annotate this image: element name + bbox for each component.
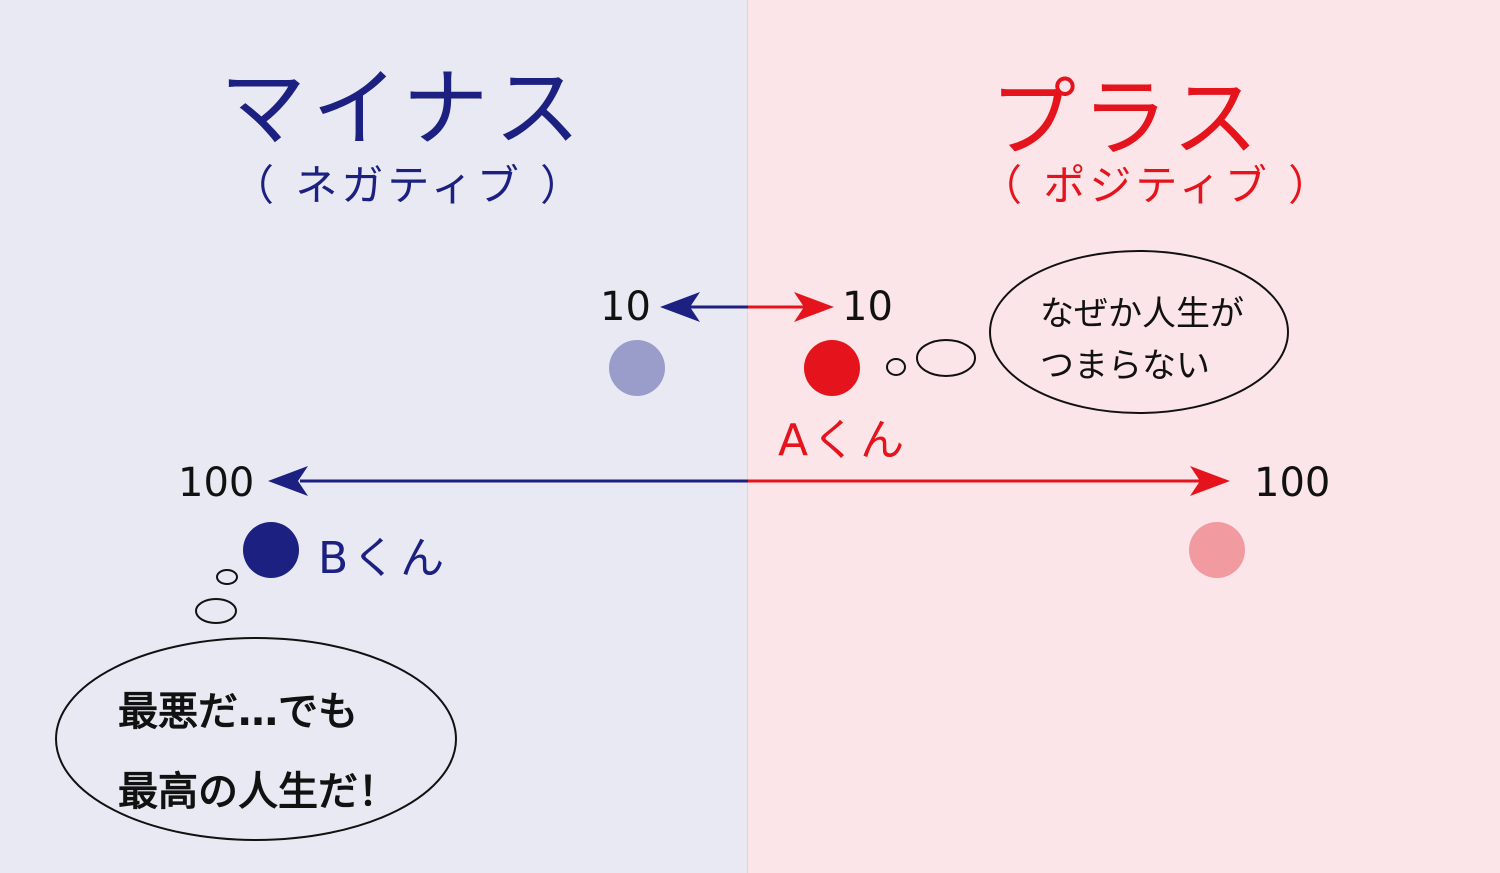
- thought-b-bubble: [55, 637, 457, 841]
- large-left-value: 100: [178, 460, 255, 506]
- thought-a-text: なぜか人生が つまらない: [1040, 288, 1244, 392]
- small-negative-arrowhead: [660, 292, 700, 322]
- person-a-name: Aくん: [778, 415, 909, 466]
- person-b-name: Bくん: [318, 533, 449, 584]
- plus-title: プラス: [990, 69, 1265, 169]
- person-b-dot: [243, 522, 299, 578]
- thought-b-line-1: 最悪だ…でも: [118, 689, 358, 735]
- large-right-value: 100: [1254, 460, 1331, 506]
- plus-panel: [748, 0, 1500, 873]
- small-positive-arrowhead: [794, 292, 834, 322]
- thought-b-medium-circle: [195, 598, 237, 624]
- positive-100-dot: [1189, 522, 1245, 578]
- large-positive-arrowhead: [1190, 466, 1230, 496]
- negative-10-dot: [609, 340, 665, 396]
- thought-a-small-circle: [886, 358, 906, 376]
- person-a-dot: [804, 340, 860, 396]
- center-divider: [747, 0, 748, 873]
- thought-a-line-2: つまらない: [1040, 346, 1210, 386]
- thought-a-bubble: [989, 250, 1289, 414]
- small-right-value: 10: [842, 284, 893, 330]
- thought-a-line-1: なぜか人生が: [1040, 294, 1244, 334]
- positive-subtitle: （ ポジティブ ）: [980, 161, 1335, 210]
- thought-b-line-2: 最高の人生だ！: [118, 769, 398, 815]
- minus-title: マイナス: [220, 59, 587, 159]
- large-negative-arrowhead: [268, 466, 308, 496]
- thought-a-medium-circle: [916, 339, 976, 377]
- thought-b-small-circle: [216, 569, 238, 585]
- thought-b-text: 最悪だ…でも 最高の人生だ！: [118, 672, 398, 832]
- small-left-value: 10: [600, 284, 651, 330]
- negative-subtitle: （ ネガティブ ）: [232, 161, 587, 210]
- minus-panel: [0, 0, 748, 873]
